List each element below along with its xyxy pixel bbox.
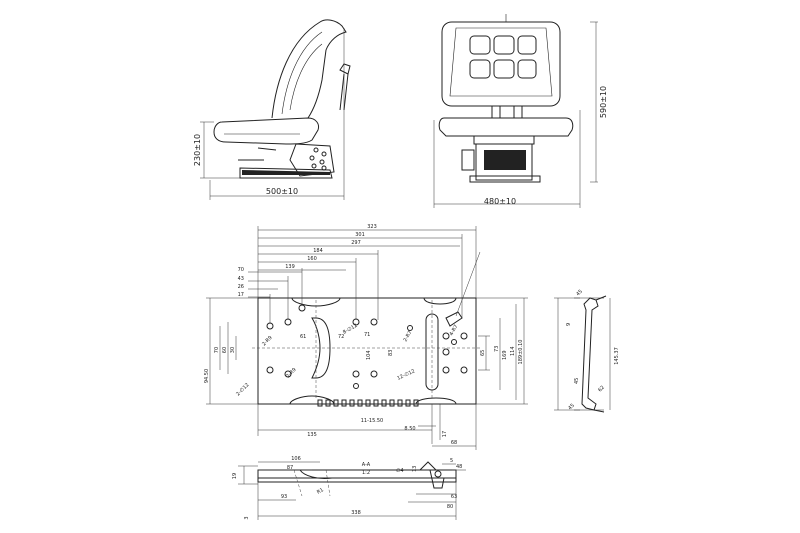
label-8-d12: 8-∅12 [342,323,359,336]
front-width-dim: 480±10 [484,197,516,206]
sec-dim-338: 338 [351,510,361,516]
dim-9: 9 [566,323,572,326]
sec-dim-80: 80 [447,504,453,510]
label-83: 83 [388,350,394,356]
label-2-r9-a: 2-R9 [261,335,273,347]
dim-30-left: 30 [230,347,236,353]
front-height-dim: 590±10 [599,86,608,118]
dim-160: 160 [307,256,317,262]
dim-17-bottom: 17 [442,431,448,437]
dim-70-left: 70 [214,347,220,353]
sec-dim-106: 106 [291,456,301,462]
dim-68: 68 [451,440,457,446]
sec-dim-13: 13 [412,466,418,472]
label-73: 73 [494,346,500,352]
dim-184: 184 [313,248,323,254]
dim-301: 301 [355,232,365,238]
label-104: 104 [366,350,372,360]
dim-60-left: 60 [222,347,228,353]
sec-dim-93: 93 [281,494,287,500]
dim-70: 70 [238,267,244,273]
section-scale: 1:2 [362,470,370,476]
dim-135: 135 [307,432,317,438]
sec-dim-63: 63 [451,494,457,500]
dim-26: 26 [238,284,244,290]
label-12-d12: 12-∅12 [396,368,416,381]
dim-62: 62 [597,385,606,394]
label-72: 72 [338,334,344,340]
label-2-r9-b: 2-R9 [285,367,297,379]
label-2-r7: 2-R7 [403,330,414,343]
mounting-plate-plan [206,226,528,450]
side-width-dim: 500±10 [266,187,298,196]
sec-dim-r1: R1 [316,487,325,496]
plate-side-profile [554,295,611,413]
sec-dim-d4: ∅4 [396,468,404,474]
label-65: 65 [480,350,486,356]
sec-dim-87: 87 [287,465,293,471]
section-a-a [238,461,466,520]
dim-45-bot: 45 [574,378,580,384]
dim-8-50: 8.50 [404,426,415,432]
sec-dim-3: 3 [244,516,250,519]
seat-front-view [433,14,598,208]
label-61: 61 [300,334,306,340]
label-169: 169 [502,350,508,360]
label-2-d12: 2-∅12 [235,382,250,397]
side-height-dim: 230±10 [193,134,202,166]
label-71: 71 [364,332,370,338]
seat-side-view [200,19,351,200]
dim-323: 323 [367,224,377,230]
dim-139: 139 [285,264,295,270]
sec-dim-48: 48 [456,464,462,470]
dim-94-50: 94.50 [204,369,210,383]
label-114: 114 [510,346,516,356]
dim-145-37: 145.37 [614,347,620,365]
dim-43: 43 [238,276,244,282]
section-title: A-A [362,462,371,468]
dim-17: 17 [238,292,244,298]
sec-dim-5: 5 [450,458,453,464]
dim-11-15-50: 11-15.50 [361,418,383,424]
label-4-r7: 4-R7 [449,324,460,337]
dim-45-lower: 45 [567,403,576,412]
dim-45-top: 45 [575,289,584,298]
sec-dim-19: 19 [232,473,238,479]
dim-297: 297 [351,240,361,246]
label-189: 189±0.10 [518,340,524,365]
